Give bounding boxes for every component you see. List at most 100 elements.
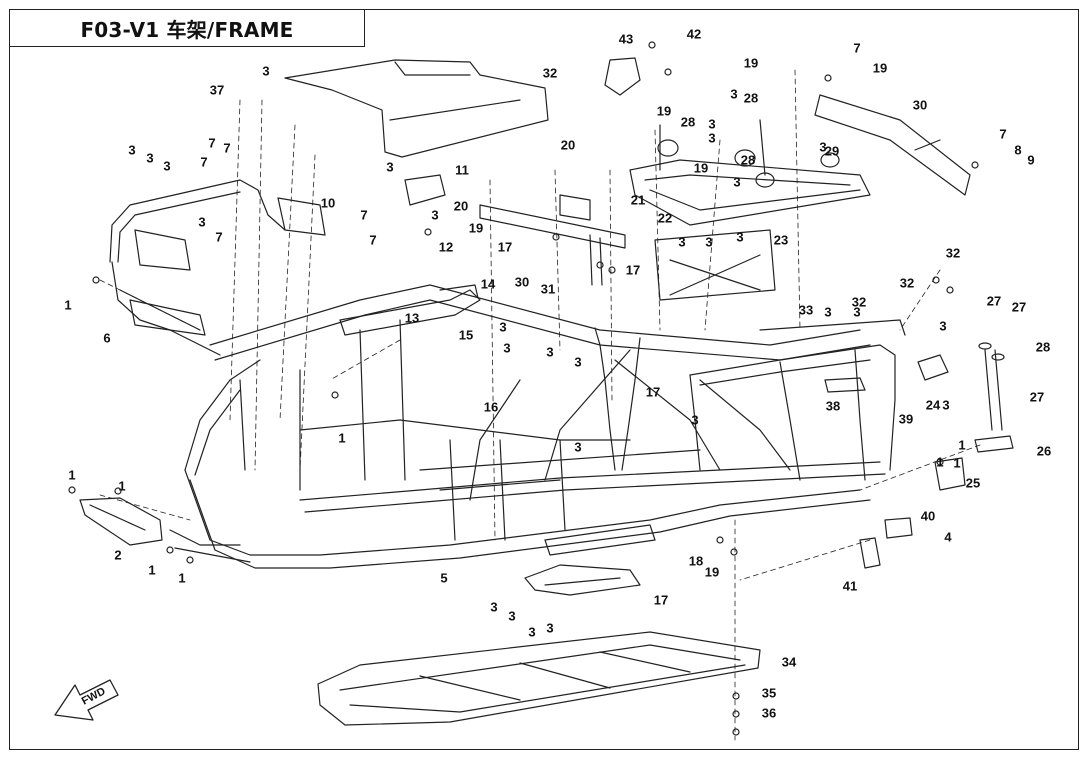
callout-part-3: 3 — [490, 599, 498, 615]
callout-part-1: 1 — [148, 562, 156, 578]
callout-part-7: 7 — [200, 154, 208, 170]
callout-part-3: 3 — [508, 608, 516, 624]
callout-part-17: 17 — [625, 262, 641, 278]
callout-part-34: 34 — [781, 654, 797, 670]
callout-part-2: 2 — [114, 547, 122, 563]
rear-parts-37-40 — [824, 377, 913, 569]
callout-part-1: 1 — [68, 467, 76, 483]
callout-part-13: 13 — [404, 310, 420, 326]
callout-part-42: 42 — [686, 26, 702, 42]
callout-part-1: 1 — [64, 297, 72, 313]
callout-part-30: 30 — [514, 274, 530, 290]
diagram-border — [9, 9, 1079, 750]
cover-plate-31 — [284, 59, 549, 158]
callout-part-22: 22 — [657, 210, 673, 226]
callout-part-3: 3 — [819, 139, 827, 155]
callout-part-31: 31 — [540, 281, 556, 297]
callout-part-3: 3 — [824, 304, 832, 320]
callout-part-26: 26 — [1036, 443, 1052, 459]
callout-part-3: 3 — [386, 159, 394, 175]
callout-part-12: 12 — [438, 239, 454, 255]
callout-part-24: 24 — [925, 397, 941, 413]
floor-pan-33 — [317, 631, 761, 726]
callout-part-3: 3 — [146, 150, 154, 166]
callout-part-11: 11 — [455, 162, 469, 178]
callout-part-30: 30 — [912, 97, 928, 113]
callout-part-3: 3 — [708, 116, 716, 132]
callout-part-10: 10 — [320, 195, 336, 211]
callout-part-17: 17 — [497, 239, 513, 255]
rear-carrier-21 — [629, 119, 871, 226]
callout-part-19: 19 — [656, 103, 672, 119]
rear-parts-23-26-27 — [917, 342, 1014, 491]
callout-part-7: 7 — [999, 126, 1007, 142]
callout-part-3: 3 — [431, 207, 439, 223]
callout-part-4: 4 — [944, 529, 952, 545]
callout-part-35: 35 — [761, 685, 777, 701]
skid-plate-16 — [524, 564, 641, 596]
rear-tube-29 — [814, 94, 971, 196]
callout-part-27: 27 — [986, 293, 1002, 309]
callout-part-3: 3 — [708, 130, 716, 146]
callout-part-32: 32 — [945, 245, 961, 261]
callout-part-1: 1 — [958, 437, 966, 453]
callout-part-3: 3 — [705, 234, 713, 250]
main-frame — [109, 179, 906, 569]
callout-part-28: 28 — [680, 114, 696, 130]
callout-part-3: 3 — [678, 234, 686, 250]
callout-part-3: 3 — [163, 158, 171, 174]
callout-part-7: 7 — [853, 40, 861, 56]
callout-part-3: 3 — [733, 174, 741, 190]
cross-tube-11-12 — [339, 284, 481, 336]
callout-part-19: 19 — [743, 55, 759, 71]
cross-tube-18 — [479, 194, 626, 286]
callout-part-19: 19 — [704, 564, 720, 580]
plate-22 — [654, 229, 776, 301]
callout-part-39: 39 — [898, 411, 914, 427]
callout-part-1: 1 — [178, 570, 186, 586]
callout-part-21: 21 — [630, 192, 646, 208]
callout-part-32: 32 — [851, 294, 867, 310]
callout-part-15: 15 — [458, 327, 474, 343]
callout-part-3: 3 — [503, 340, 511, 356]
bracket-42 — [604, 57, 641, 96]
callout-part-33: 33 — [798, 302, 814, 318]
callout-part-7: 7 — [369, 232, 377, 248]
callout-part-19: 19 — [468, 220, 484, 236]
callout-part-3: 3 — [546, 620, 554, 636]
fwd-label: FWD — [80, 685, 108, 707]
callout-part-1: 1 — [953, 455, 961, 471]
callout-part-32: 32 — [899, 275, 915, 291]
callout-part-36: 36 — [761, 705, 777, 721]
callout-part-3: 3 — [691, 412, 699, 428]
callout-part-3: 3 — [730, 86, 738, 102]
callout-part-32: 32 — [542, 65, 558, 81]
callout-part-7: 7 — [208, 135, 216, 151]
callout-part-5: 5 — [440, 570, 448, 586]
callout-part-23: 23 — [773, 232, 789, 248]
front-bracket-2 — [79, 497, 163, 546]
bracket-8 — [277, 197, 326, 236]
callout-part-43: 43 — [618, 31, 634, 47]
callout-part-40: 40 — [920, 508, 936, 524]
title-box: F03-V1 车架/FRAME — [9, 9, 365, 47]
callout-part-20: 20 — [453, 198, 469, 214]
callout-part-1: 1 — [118, 478, 126, 494]
callout-part-3: 3 — [736, 229, 744, 245]
callout-part-27: 27 — [1011, 299, 1027, 315]
callout-part-3: 3 — [499, 319, 507, 335]
callout-part-3: 3 — [942, 397, 950, 413]
callout-part-1: 1 — [338, 430, 346, 446]
callout-part-25: 25 — [965, 475, 981, 491]
callout-part-3: 3 — [939, 318, 947, 334]
callout-part-8: 8 — [1014, 142, 1022, 158]
callout-part-7: 7 — [215, 229, 223, 245]
callout-part-28: 28 — [740, 152, 756, 168]
callout-part-38: 38 — [825, 398, 841, 414]
callout-part-28: 28 — [743, 90, 759, 106]
callout-part-29: 29 — [824, 143, 840, 159]
callout-part-6: 6 — [103, 330, 111, 346]
diagram-title: F03-V1 车架/FRAME — [80, 17, 294, 42]
callout-part-17: 17 — [653, 592, 669, 608]
callout-part-3: 3 — [528, 624, 536, 640]
